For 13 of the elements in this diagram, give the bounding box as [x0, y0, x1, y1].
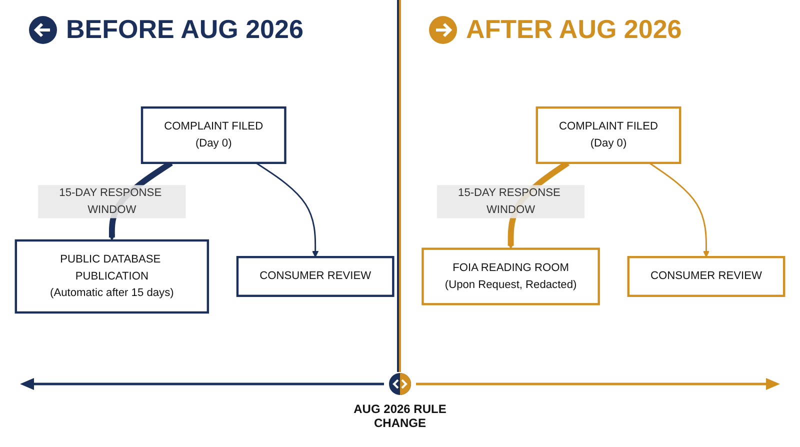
node-box: COMPLAINT FILED (Day 0) — [536, 106, 682, 164]
edge-label: 15-DAY RESPONSE WINDOW — [59, 186, 162, 216]
section-heading: BEFORE AUG 2026 — [66, 14, 304, 45]
timeline-label: AUG 2026 RULE CHANGE — [352, 402, 448, 430]
section-heading: AFTER AUG 2026 — [466, 14, 682, 45]
node-box: COMPLAINT FILED (Day 0) — [140, 106, 286, 164]
arrow — [256, 162, 319, 258]
node-box: CONSUMER REVIEW — [627, 256, 786, 297]
node-box: CONSUMER REVIEW — [236, 256, 394, 297]
edge-label: 15-DAY RESPONSE WINDOW — [458, 186, 560, 216]
arrow — [648, 162, 710, 258]
node-box: FOIA READING ROOM (Upon Request, Redacted) — [422, 248, 600, 306]
node-box: PUBLIC DATABASE PUBLICATION (Automatic after 15 days) — [14, 239, 210, 314]
